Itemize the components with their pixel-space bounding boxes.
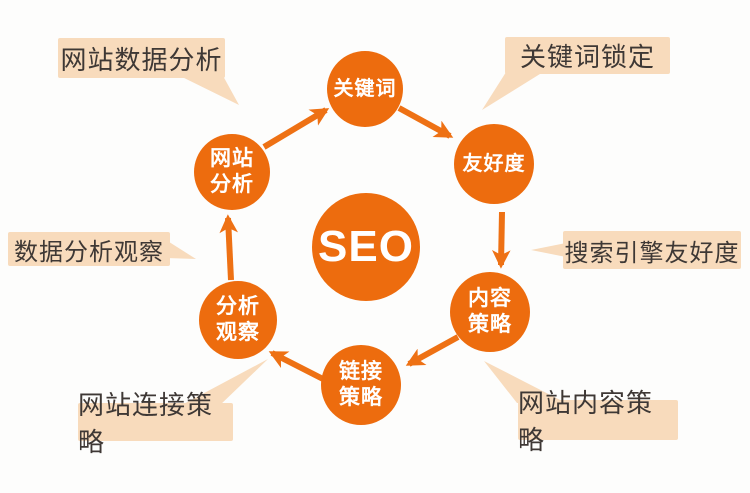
- node-seo-center: SEO: [312, 193, 420, 301]
- callout-tail-keyword-locking: [482, 69, 548, 110]
- callout-tail-website-link-strategy: [178, 359, 268, 407]
- callout-website-content-strategy-label: 网站内容策略: [518, 388, 654, 455]
- callout-data-analysis-observation: 数据分析观察: [8, 232, 170, 266]
- node-friendliness-label: 友好度: [462, 152, 526, 175]
- node-friendliness: 友好度: [454, 124, 534, 204]
- arrow-content-strategy-to-link-strategy: [405, 334, 460, 367]
- callout-keyword-locking: 关键词锁定: [505, 37, 670, 74]
- node-analysis-observation-label: 分析 观察: [216, 294, 260, 344]
- node-content-strategy: 内容 策略: [450, 272, 530, 352]
- node-seo-label: SEO: [318, 222, 414, 271]
- node-analysis-observation: 分析 观察: [199, 281, 277, 359]
- node-keywords: 关键词: [327, 51, 403, 127]
- callout-search-engine-friendliness-label: 搜索引擎友好度: [564, 239, 740, 267]
- callout-tail-website-data-analysis: [176, 74, 239, 105]
- node-website-analysis: 网站 分析: [194, 134, 270, 210]
- node-link-strategy: 链接 策略: [321, 345, 401, 425]
- callout-keyword-locking-label: 关键词锁定: [519, 42, 655, 72]
- node-website-analysis-label: 网站 分析: [210, 146, 254, 196]
- node-keywords-label: 关键词: [333, 77, 397, 100]
- callout-search-engine-friendliness: 搜索引擎友好度: [563, 231, 741, 269]
- callout-website-link-strategy: 网站连接策略: [78, 390, 233, 457]
- arrow-keywords-to-friendliness: [397, 105, 454, 139]
- callout-website-data-analysis: 网站数据分析: [58, 38, 225, 78]
- callout-website-link-strategy-label: 网站连接策略: [78, 390, 214, 457]
- callout-website-content-strategy: 网站内容策略: [518, 388, 678, 455]
- callout-website-data-analysis-label: 网站数据分析: [60, 44, 223, 75]
- arrow-website-analysis-to-keywords: [262, 107, 330, 150]
- callout-tail-data-analysis-observation: [166, 240, 196, 259]
- node-content-strategy-label: 内容 策略: [468, 286, 512, 336]
- callout-data-analysis-observation-label: 数据分析观察: [14, 238, 164, 266]
- node-link-strategy-label: 链接 策略: [339, 359, 383, 409]
- arrow-friendliness-to-content-strategy: [491, 211, 511, 269]
- callout-tail-search-engine-friendliness: [531, 243, 566, 257]
- arrow-link-strategy-to-analysis-observation: [268, 350, 325, 382]
- callout-tail-website-content-strategy: [484, 361, 566, 403]
- arrow-analysis-observation-to-website-analysis: [219, 214, 239, 281]
